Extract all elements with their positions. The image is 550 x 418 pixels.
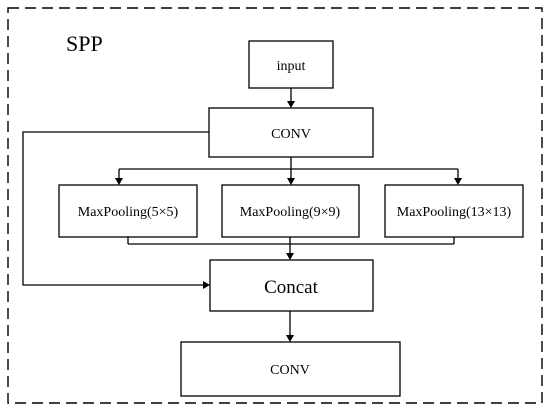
pool-medium-label: MaxPooling(9×9) xyxy=(240,205,341,220)
arrowhead-pool-small xyxy=(115,178,123,185)
arrowhead-merge-concat xyxy=(286,253,294,260)
conv-bottom-label: CONV xyxy=(270,363,310,378)
arrowhead-skip-concat xyxy=(203,281,210,289)
arrowhead-concat-conv xyxy=(286,335,294,342)
pool-small-node xyxy=(58,184,198,238)
concat-node xyxy=(209,259,374,312)
conv-top-label: CONV xyxy=(271,127,311,142)
input-node-label: input xyxy=(277,59,306,74)
edge-skip-conv-concat xyxy=(22,131,209,286)
spp-module-frame xyxy=(7,7,543,404)
pool-small-label: MaxPooling(5×5) xyxy=(78,205,179,220)
pool-large-label: MaxPooling(13×13) xyxy=(397,205,512,220)
arrowhead-pool-large xyxy=(454,178,462,185)
module-title: SPP xyxy=(66,31,103,56)
conv-bottom-node xyxy=(180,341,401,397)
pool-medium-node xyxy=(221,184,360,238)
concat-label: Concat xyxy=(264,277,319,298)
arrowhead-pool-medium xyxy=(287,178,295,185)
pool-large-node xyxy=(384,184,524,238)
arrowhead-input-conv xyxy=(287,101,295,108)
input-node xyxy=(248,40,334,89)
